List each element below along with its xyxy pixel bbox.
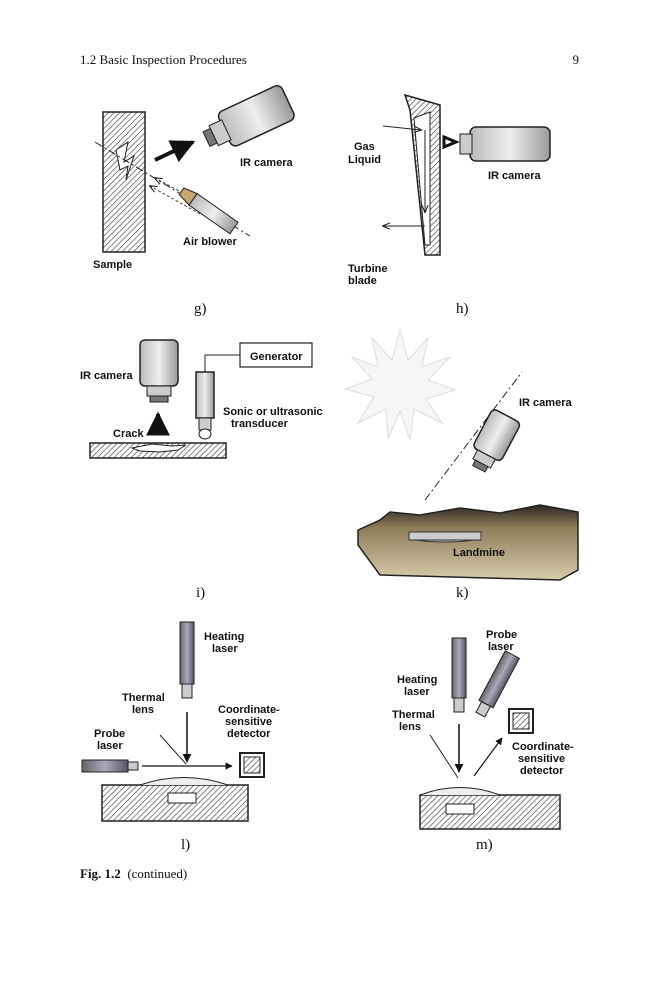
panel-h: Gas Liquid IR camera Turbine blade h): [348, 93, 551, 317]
emission-arrow: [154, 140, 196, 163]
panel-l: Heating laser Thermal lens Coordinate- s…: [81, 621, 280, 853]
label-heating-2-l: laser: [212, 643, 238, 655]
label-ir-camera-i: IR camera: [80, 370, 133, 382]
label-heating-1-m: Heating: [397, 674, 437, 686]
ir-camera-g: [202, 85, 295, 147]
label-coord-1-m: Coordinate-: [512, 741, 574, 753]
label-sonic-1: Sonic or ultrasonic: [223, 406, 323, 418]
sublabel-m: m): [476, 837, 493, 853]
generator-box: [239, 342, 313, 368]
specimen-m: [419, 794, 561, 830]
label-probe-2-l: laser: [97, 740, 123, 752]
label-coord-1-l: Coordinate-: [218, 704, 280, 716]
sublabel-l: l): [181, 837, 190, 853]
label-air-blower: Air blower: [183, 236, 238, 248]
ir-camera-h: [459, 126, 551, 162]
label-landmine: Landmine: [453, 547, 505, 559]
sublabel-h: h): [456, 301, 469, 317]
label-blade: blade: [348, 275, 377, 287]
ir-camera-k: [472, 409, 521, 473]
label-thermal-1-m: Thermal: [392, 709, 435, 721]
label-generator: Generator: [250, 351, 303, 363]
label-coord-2-l: sensitive: [225, 716, 272, 728]
ground-terrain: [357, 504, 579, 581]
label-ir-camera-h: IR camera: [488, 170, 541, 182]
label-probe-2-m: laser: [488, 641, 514, 653]
label-ir-camera-k: IR camera: [519, 397, 572, 409]
label-turbine: Turbine: [348, 263, 388, 275]
ir-camera-i: [139, 339, 179, 403]
label-liquid: Liquid: [348, 154, 381, 166]
sublabel-i: i): [196, 585, 205, 601]
transducer: [195, 371, 215, 419]
label-thermal-2-m: lens: [399, 721, 421, 733]
label-heating-2-m: laser: [404, 686, 430, 698]
panel-m: Probe laser Heating laser Thermal lens C…: [392, 629, 574, 853]
label-ir-camera-g: IR camera: [240, 157, 293, 169]
panel-k: Landmine IR camera k): [343, 328, 579, 601]
sublabel-k: k): [456, 585, 469, 601]
air-blower: [178, 187, 239, 235]
panel-i: Generator IR camera Sonic or ultrasonic …: [80, 339, 323, 601]
label-thermal-1-l: Thermal: [122, 692, 165, 704]
panel-g: IR camera Air blower Sample g): [93, 85, 295, 317]
crack-shape: [115, 140, 135, 181]
figure-caption: Fig. 1.2 (continued): [80, 866, 187, 882]
label-coord-3-l: detector: [227, 728, 271, 740]
running-header-section: 1.2 Basic Inspection Procedures: [80, 52, 247, 67]
label-probe-1-m: Probe: [486, 629, 517, 641]
sun-icon: [343, 328, 457, 441]
label-coord-3-m: detector: [520, 765, 564, 777]
label-heating-1-l: Heating: [204, 631, 244, 643]
label-thermal-2-l: lens: [132, 704, 154, 716]
label-sonic-2: transducer: [231, 418, 289, 430]
caption-text: (continued): [127, 866, 188, 881]
label-crack: Crack: [113, 428, 144, 440]
sample-block: [102, 111, 146, 253]
sublabel-g: g): [194, 301, 207, 317]
label-coord-2-m: sensitive: [518, 753, 565, 765]
caption-label: Fig. 1.2: [80, 866, 121, 881]
page-number: 9: [572, 52, 580, 67]
label-probe-1-l: Probe: [94, 728, 125, 740]
label-sample: Sample: [93, 259, 132, 271]
label-gas: Gas: [354, 141, 375, 153]
